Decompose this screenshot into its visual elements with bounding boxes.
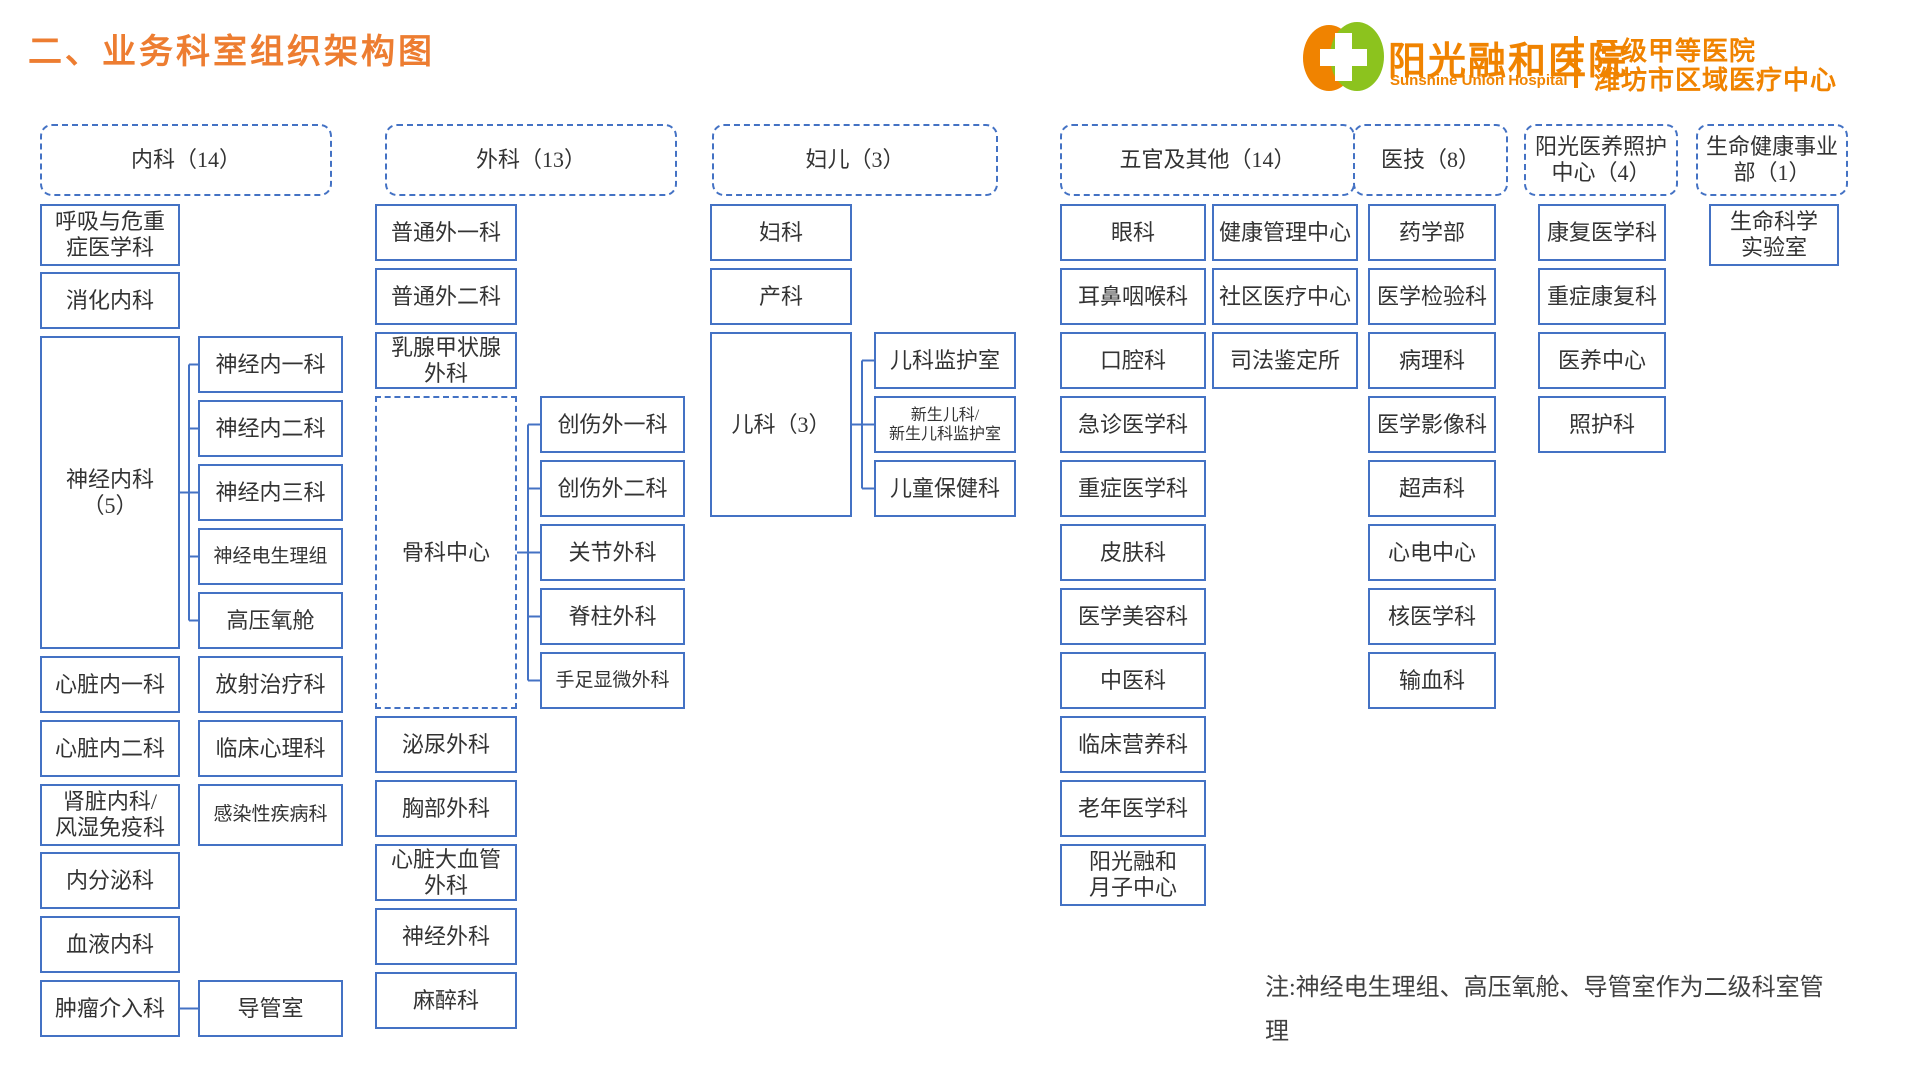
dept-box: 肿瘤介入科 [40,980,180,1037]
dept-box: 新生儿科/ 新生儿科监护室 [874,396,1016,453]
dept-box: 内分泌科 [40,852,180,909]
page-title: 二、业务科室组织架构图 [28,33,435,71]
dept-box: 儿科（3） [710,332,852,517]
dept-box: 神经电生理组 [198,528,343,585]
dept-box: 输血科 [1368,652,1496,709]
dept-box: 神经外科 [375,908,517,965]
dept-box: 儿科监护室 [874,332,1016,389]
dept-box: 照护科 [1538,396,1666,453]
dept-box: 神经内二科 [198,400,343,457]
dept-box: 神经内三科 [198,464,343,521]
dept-box: 康复医学科 [1538,204,1666,261]
dept-box: 医学检验科 [1368,268,1496,325]
dept-box-guke-center: 骨科中心 [375,396,517,709]
hospital-name-en: Sunshine Union Hospital [1390,72,1568,89]
dept-box: 健康管理中心 [1212,204,1358,261]
dept-box: 临床心理科 [198,720,343,777]
dept-box: 医养中心 [1538,332,1666,389]
dept-box: 老年医学科 [1060,780,1206,837]
dept-box: 呼吸与危重 症医学科 [40,204,180,266]
dept-box: 普通外二科 [375,268,517,325]
dept-box: 血液内科 [40,916,180,973]
footnote-line2: 理 [1265,1019,1289,1045]
dept-box: 心脏内二科 [40,720,180,777]
dept-box: 社区医疗中心 [1212,268,1358,325]
tagline-line1: 三级甲等医院 [1594,36,1757,66]
dept-box: 神经内科 （5） [40,336,180,649]
dept-box: 重症医学科 [1060,460,1206,517]
dept-box: 关节外科 [540,524,685,581]
dept-box: 普通外一科 [375,204,517,261]
footnote: 注:神经电生理组、高压氧舱、导管室作为二级科室管 理 [1265,966,1865,1054]
dept-box: 临床营养科 [1060,716,1206,773]
dept-box: 神经内一科 [198,336,343,393]
group-header-fuer: 妇儿（3） [712,124,998,196]
dept-box: 手足显微外科 [540,652,685,709]
dept-box: 耳鼻咽喉科 [1060,268,1206,325]
dept-box: 肾脏内科/ 风湿免疫科 [40,784,180,846]
dept-box: 胸部外科 [375,780,517,837]
dept-box: 产科 [710,268,852,325]
dept-box: 心电中心 [1368,524,1496,581]
hospital-name-cn: 阳光融和医院 [1388,41,1629,83]
group-header-wuguan: 五官及其他（14） [1060,124,1355,196]
dept-box: 病理科 [1368,332,1496,389]
dept-box: 妇科 [710,204,852,261]
dept-box: 口腔科 [1060,332,1206,389]
dept-box: 医学影像科 [1368,396,1496,453]
dept-box: 创伤外一科 [540,396,685,453]
dept-box: 重症康复科 [1538,268,1666,325]
group-header-yiyang: 阳光医养照护 中心（4） [1524,124,1678,196]
dept-box: 麻醉科 [375,972,517,1029]
group-header-neike: 内科（14） [40,124,332,196]
dept-box: 高压氧舱 [198,592,343,649]
group-header-shengming: 生命健康事业 部（1） [1696,124,1848,196]
dept-box: 皮肤科 [1060,524,1206,581]
dept-box: 感染性疾病科 [198,784,343,846]
dept-box: 儿童保健科 [874,460,1016,517]
dept-box: 脊柱外科 [540,588,685,645]
dept-box: 生命科学 实验室 [1709,204,1839,266]
dept-box: 药学部 [1368,204,1496,261]
dept-box: 创伤外二科 [540,460,685,517]
group-header-waike: 外科（13） [385,124,677,196]
dept-box: 阳光融和 月子中心 [1060,844,1206,906]
dept-box: 导管室 [198,980,343,1037]
dept-box: 急诊医学科 [1060,396,1206,453]
dept-box: 消化内科 [40,272,180,329]
group-header-yiji: 医技（8） [1353,124,1508,196]
dept-box: 心脏内一科 [40,656,180,713]
cross-horizontal [1320,49,1367,66]
dept-box: 超声科 [1368,460,1496,517]
dept-box: 核医学科 [1368,588,1496,645]
dept-box: 乳腺甲状腺 外科 [375,332,517,389]
dept-box: 放射治疗科 [198,656,343,713]
dept-box: 医学美容科 [1060,588,1206,645]
logo-divider [1574,36,1578,88]
hospital-cross-icon [1303,22,1385,94]
dept-box: 司法鉴定所 [1212,332,1358,389]
tagline-line2: 潍坊市区域医疗中心 [1594,65,1838,95]
footnote-line1: 注:神经电生理组、高压氧舱、导管室作为二级科室管 [1265,975,1824,1001]
dept-box: 眼科 [1060,204,1206,261]
dept-box: 心脏大血管 外科 [375,844,517,901]
dept-box: 泌尿外科 [375,716,517,773]
dept-box: 中医科 [1060,652,1206,709]
